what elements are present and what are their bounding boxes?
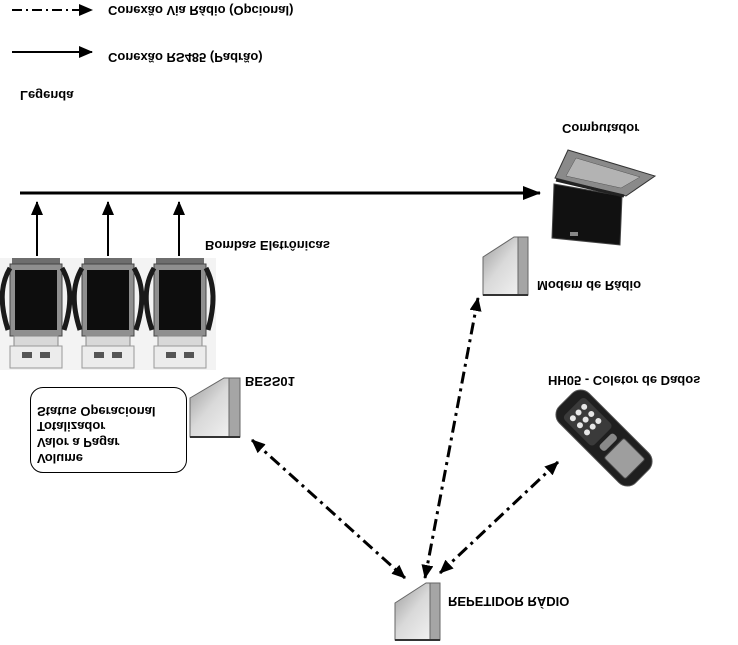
pump-hose-left	[143, 266, 157, 331]
status-info-box: Status Operacional Totalizador Valor a P…	[30, 387, 187, 473]
radio-link-collector-repeater	[438, 460, 560, 575]
pump-hose-right	[203, 266, 216, 331]
status-line: Totalizador	[37, 419, 106, 434]
pump-header	[156, 258, 204, 266]
pump-base	[85, 335, 131, 347]
modem-label: Modem de Rádio	[537, 278, 642, 293]
handheld-key	[582, 416, 589, 423]
laptop-screen	[551, 183, 623, 246]
radio-modem-image	[482, 236, 529, 296]
handheld-collector-image	[555, 389, 653, 487]
status-line: Status Operacional	[37, 404, 156, 419]
pump-pedestal	[9, 345, 63, 369]
pump-detail	[22, 352, 32, 358]
pump-pedestal	[153, 345, 207, 369]
repeater-label: REPETIDOR RÁDIO	[448, 594, 570, 609]
handheld-key	[576, 422, 583, 429]
repeater-side-panel	[429, 582, 441, 641]
pumps-label: Bombas Eletrônicas	[205, 238, 330, 253]
status-line: Valor a Pagar	[37, 435, 120, 450]
legend-rs485-label: Conexão RS485 (Padrão)	[108, 50, 263, 65]
repeater-device-image	[394, 582, 441, 641]
laptop-keyboard-keys	[565, 157, 641, 189]
laptop-computer-image	[551, 149, 657, 246]
handheld-key	[589, 423, 596, 430]
handheld-key	[588, 410, 595, 417]
fuel-pump-3	[143, 258, 216, 369]
radio-link-modem-repeater	[421, 297, 482, 579]
laptop-hinge	[555, 178, 625, 198]
pump-screen	[159, 270, 201, 330]
fuel-pump-2	[71, 258, 145, 369]
pump-hose-left	[0, 266, 13, 331]
pump-detail	[166, 352, 176, 358]
handheld-key	[595, 418, 602, 425]
laptop-port	[570, 232, 578, 236]
pump-detail	[184, 352, 194, 358]
bess-side-panel	[228, 377, 241, 438]
fuel-pump-1	[0, 258, 73, 369]
legend-radio-label: Conexão Via Rádio (Opcional)	[108, 3, 294, 18]
legend-title: Legenda	[20, 88, 74, 103]
pump-hose-left	[71, 266, 85, 331]
modem-side-panel	[517, 236, 529, 296]
pump-header	[12, 258, 60, 266]
handheld-key	[575, 409, 582, 416]
pump-screen	[87, 270, 129, 330]
radio-link-bess-repeater	[250, 438, 407, 580]
pump-base	[13, 335, 59, 347]
handheld-screen	[604, 438, 645, 479]
pump-screen	[15, 270, 57, 330]
handheld-key	[569, 415, 576, 422]
status-line: Volume	[37, 451, 83, 466]
fuel-pumps-image	[0, 258, 216, 370]
handheld-key	[584, 429, 591, 436]
pump-pedestal	[81, 345, 135, 369]
handheld-key	[581, 403, 588, 410]
collector-label: HH05 - Coletor de Dados	[548, 373, 701, 388]
handheld-keypad	[563, 397, 612, 446]
pump-detail	[112, 352, 122, 358]
pump-header	[84, 258, 132, 266]
pump-hose-right	[131, 266, 145, 331]
bess-device-image	[189, 377, 241, 438]
pump-detail	[94, 352, 104, 358]
pump-detail	[40, 352, 50, 358]
handheld-body	[555, 389, 653, 487]
computer-label: Computador	[562, 121, 640, 136]
pump-hose-right	[59, 266, 73, 331]
pump-base	[157, 335, 203, 347]
bess-label: BESS01	[245, 374, 295, 389]
handheld-nav-pad	[599, 433, 617, 451]
